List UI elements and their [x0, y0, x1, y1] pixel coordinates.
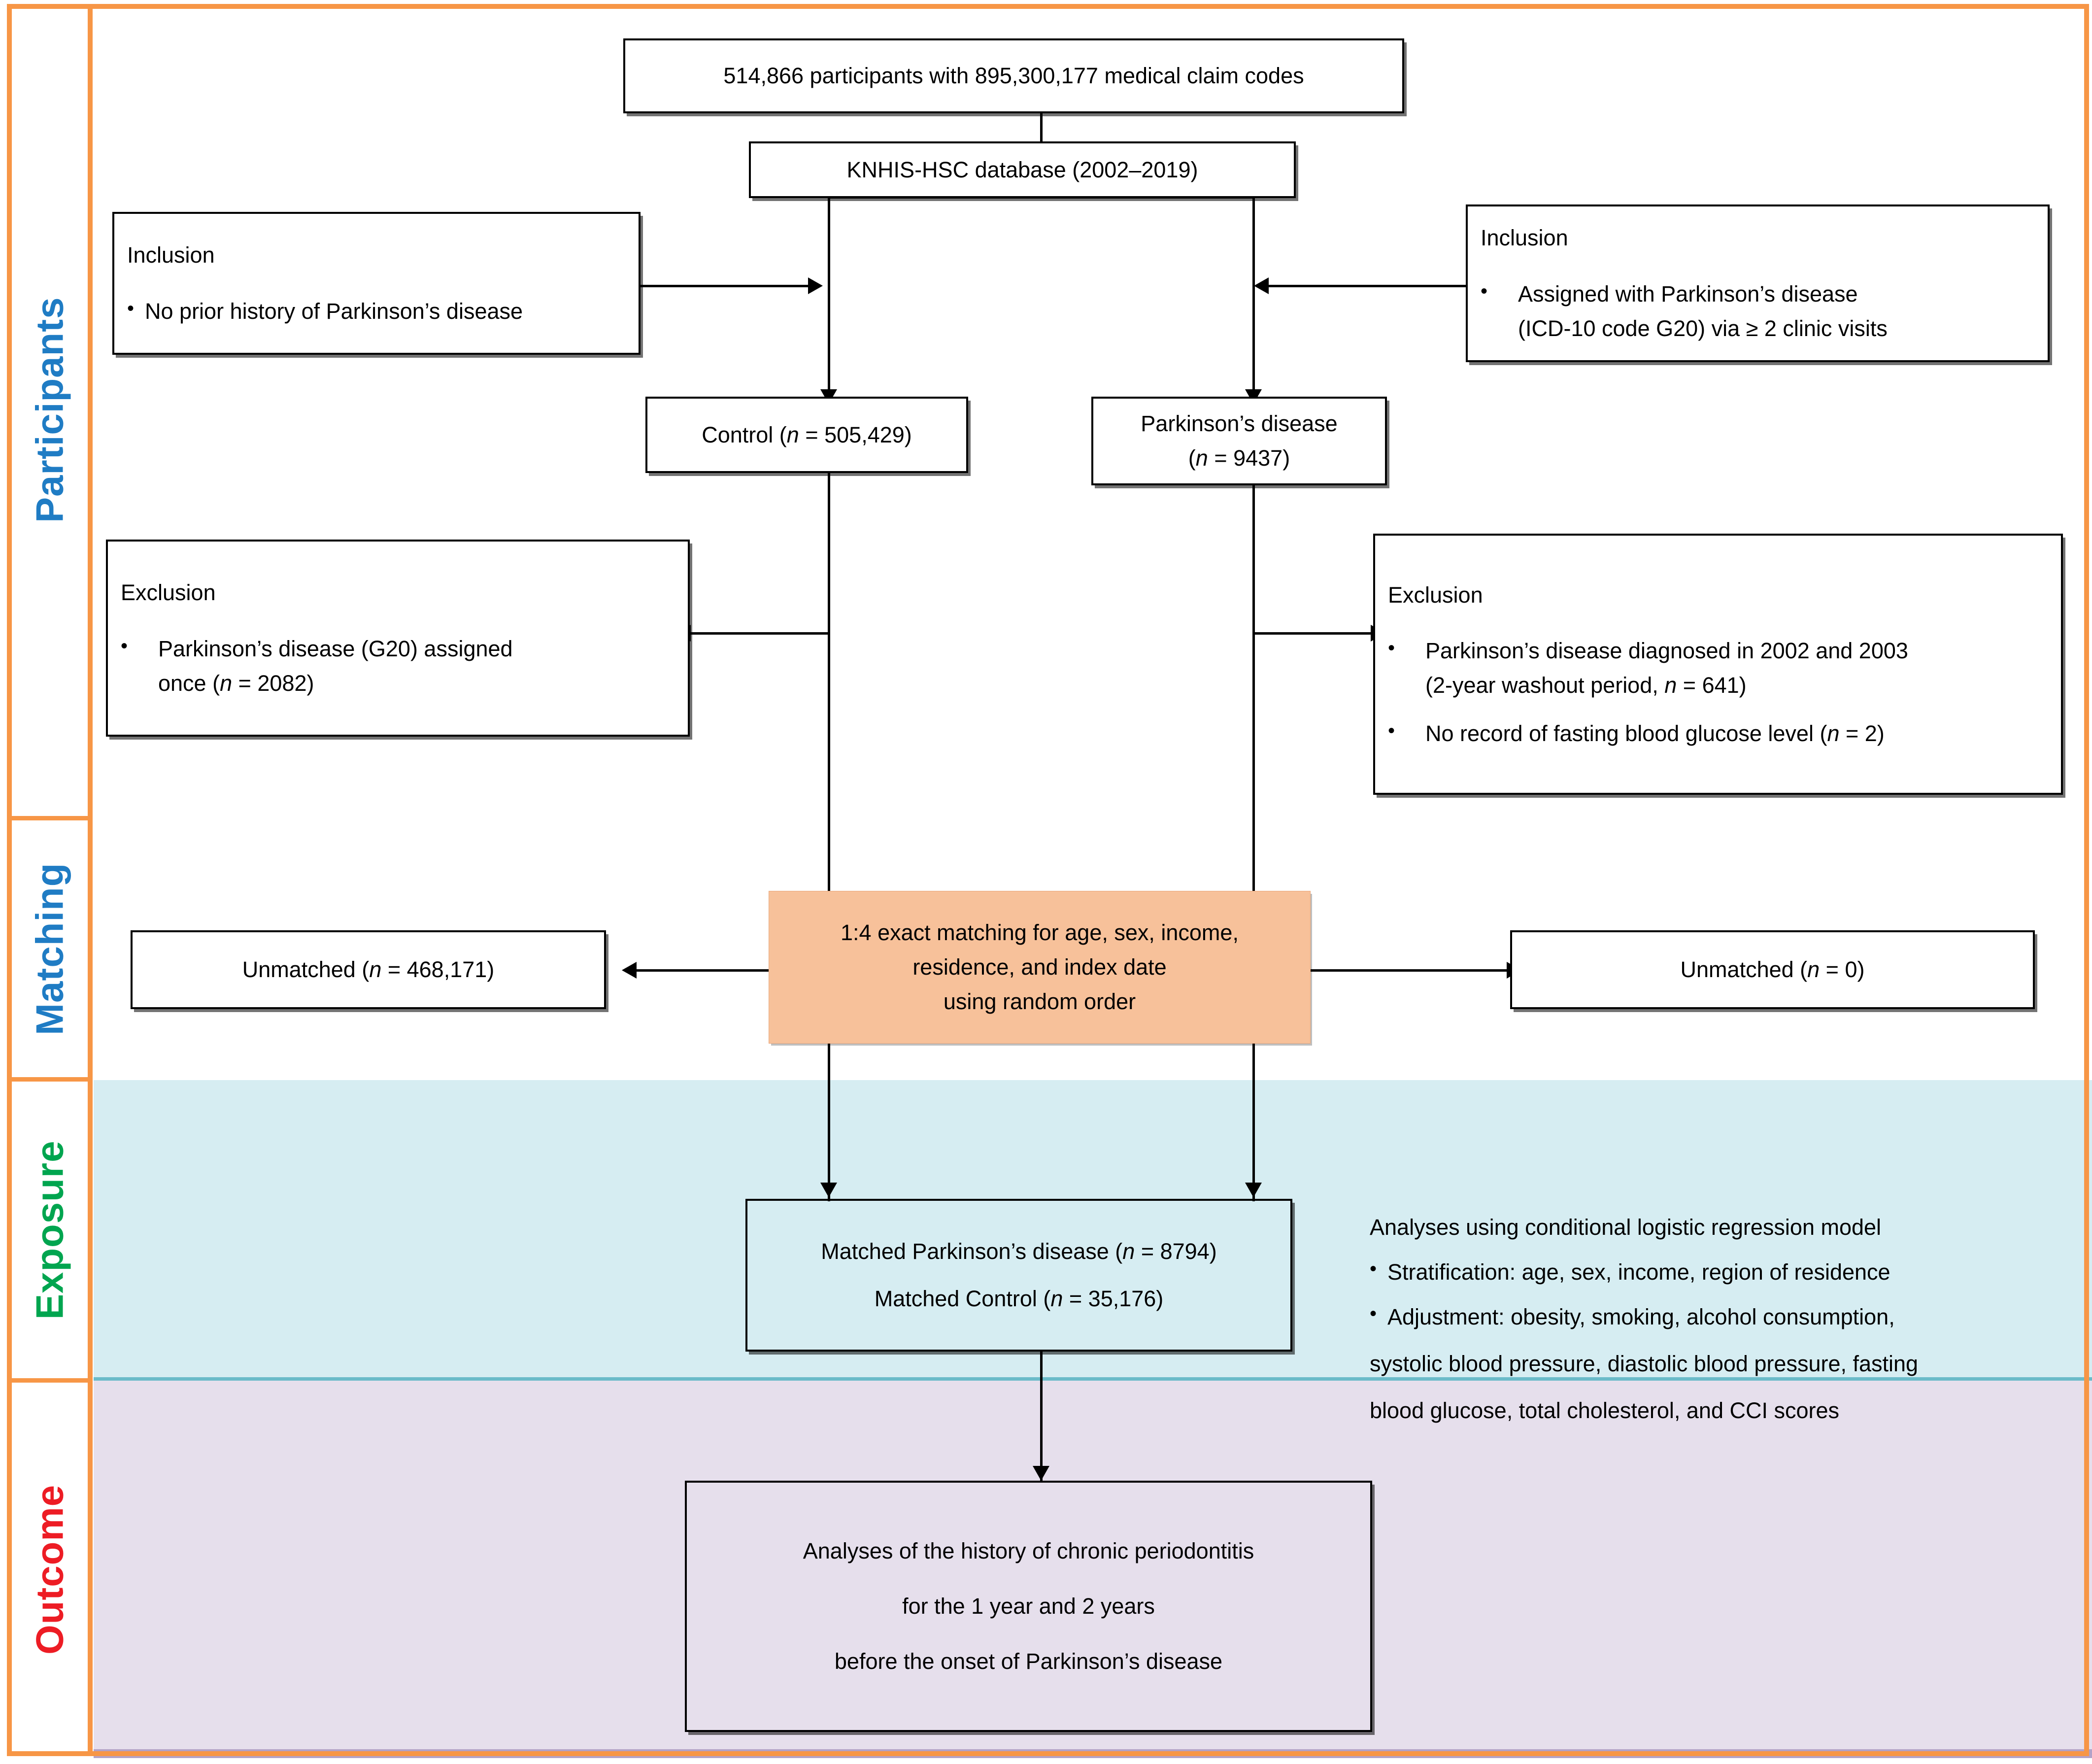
exposure-band [94, 1080, 2092, 1381]
control-box: Control (n = 505,429) [645, 397, 968, 473]
exclusion-right-bullet-2: • No record of fasting blood glucose lev… [1388, 716, 2048, 751]
exclusion-left-box: Exclusion • Parkinson’s disease (G20) as… [106, 540, 690, 737]
bullet-dot-icon: • [1388, 719, 1395, 742]
analyses-block: Analyses using conditional logistic regr… [1370, 1210, 2069, 1428]
analyses-bullet-2: • Adjustment: obesity, smoking, alcohol … [1370, 1299, 2069, 1335]
section-label-matching: Matching [28, 862, 71, 1035]
connector-unmatched-right [1308, 969, 1510, 972]
parkinson-line2: (n = 9437) [1188, 445, 1290, 471]
inclusion-left-bullet-text: No prior history of Parkinson’s disease [145, 299, 523, 324]
source-box: 514,866 participants with 895,300,177 me… [623, 38, 1404, 113]
inclusion-left-bullet: • No prior history of Parkinson’s diseas… [127, 294, 626, 329]
matched-line1: Matched Parkinson’s disease (n = 8794) [821, 1239, 1217, 1264]
bullet-dot-icon: • [127, 298, 135, 319]
bullet-dot-icon: • [121, 635, 128, 657]
matching-box: 1:4 exact matching for age, sex, income,… [769, 891, 1311, 1044]
connector-database-to-control [828, 197, 830, 397]
connector-parkinson-down [1252, 485, 1255, 911]
exclusion-left-line2: once (n = 2082) [158, 670, 314, 696]
arrowhead-to-outcome [1033, 1466, 1049, 1481]
matching-line3: using random order [943, 988, 1136, 1014]
exclusion-right-box: Exclusion • Parkinson’s disease diagnose… [1373, 534, 2063, 795]
connector-matching-down-right [1252, 1044, 1255, 1201]
exclusion-right-b1-line1: Parkinson’s disease diagnosed in 2002 an… [1425, 638, 1908, 664]
unmatched-right-text: Unmatched (n = 0) [1680, 957, 1865, 983]
connector-matched-to-outcome [1040, 1350, 1043, 1482]
exclusion-left-bullet: • Parkinson’s disease (G20) assigned onc… [121, 632, 675, 701]
source-text: 514,866 participants with 895,300,177 me… [723, 63, 1304, 89]
exclusion-right-b2-line1: No record of fasting blood glucose level… [1425, 720, 1885, 746]
exclusion-right-title: Exclusion [1388, 582, 1483, 608]
matched-line2: Matched Control (n = 35,176) [874, 1286, 1164, 1311]
analyses-bullet-2-text: Adjustment: obesity, smoking, alcohol co… [1387, 1304, 1895, 1329]
outcome-box: Analyses of the history of chronic perio… [685, 1481, 1372, 1732]
unmatched-left-box: Unmatched (n = 468,171) [131, 930, 606, 1009]
connector-inclusion-left [641, 285, 810, 287]
section-label-exposure: Exposure [28, 1140, 71, 1320]
connector-control-down [828, 473, 830, 911]
inclusion-right-title: Inclusion [1481, 225, 1568, 251]
arrowhead-inclusion-right [1254, 277, 1269, 294]
connector-inclusion-right [1269, 285, 1466, 287]
section-divider-participants-matching [7, 816, 93, 820]
bullet-dot-icon: • [1388, 637, 1395, 659]
bullet-dot-icon: • [1370, 1302, 1377, 1324]
outcome-band [94, 1381, 2092, 1758]
analyses-bullet-1-text: Stratification: age, sex, income, region… [1387, 1259, 1890, 1285]
exclusion-right-b1-line2: (2-year washout period, n = 641) [1425, 673, 1747, 698]
outcome-line1: Analyses of the history of chronic perio… [803, 1538, 1254, 1564]
analyses-continuation-1: systolic blood pressure, diastolic blood… [1370, 1351, 1919, 1376]
section-label-participants: Participants [28, 297, 71, 523]
outcome-line3: before the onset of Parkinson’s disease [834, 1648, 1223, 1674]
exclusion-left-line1: Parkinson’s disease (G20) assigned [158, 636, 513, 662]
matched-box: Matched Parkinson’s disease (n = 8794) M… [745, 1199, 1292, 1352]
matching-line1: 1:4 exact matching for age, sex, income, [841, 920, 1239, 946]
section-divider-exposure-outcome [7, 1378, 93, 1383]
inclusion-left-box: Inclusion • No prior history of Parkinso… [112, 212, 641, 355]
arrowhead-matched-right [1245, 1183, 1262, 1197]
inclusion-right-line2: (ICD-10 code G20) via ≥ 2 clinic visits [1518, 315, 1888, 341]
arrowhead-unmatched-left [622, 962, 637, 979]
control-text: Control (n = 505,429) [702, 422, 912, 447]
arrowhead-matched-left [820, 1183, 837, 1197]
exclusion-right-bullet-1: • Parkinson’s disease diagnosed in 2002 … [1388, 634, 2048, 703]
bullet-dot-icon: • [1370, 1257, 1377, 1280]
arrowhead-inclusion-left [808, 277, 823, 294]
unmatched-left-text: Unmatched (n = 468,171) [242, 957, 495, 983]
parkinson-box: Parkinson’s disease (n = 9437) [1091, 397, 1387, 485]
parkinson-line1: Parkinson’s disease [1141, 411, 1338, 437]
analyses-title: Analyses using conditional logistic regr… [1370, 1215, 1882, 1240]
inclusion-right-box: Inclusion • Assigned with Parkinson’s di… [1466, 204, 2050, 362]
exclusion-left-title: Exclusion [121, 580, 216, 606]
label-column-divider [88, 4, 93, 1756]
matching-line2: residence, and index date [912, 954, 1167, 980]
section-divider-matching-exposure [7, 1077, 93, 1082]
connector-unmatched-left [636, 969, 771, 972]
outer-frame [7, 4, 2089, 1756]
section-label-outcome: Outcome [28, 1484, 71, 1655]
analyses-continuation-2: blood glucose, total cholesterol, and CC… [1370, 1397, 1840, 1423]
database-text: KNHIS-HSC database (2002–2019) [846, 157, 1198, 182]
database-box: KNHIS-HSC database (2002–2019) [749, 141, 1296, 198]
unmatched-right-box: Unmatched (n = 0) [1510, 930, 2035, 1009]
connector-source-to-database [1040, 112, 1043, 142]
bullet-dot-icon: • [1481, 280, 1488, 303]
inclusion-left-title: Inclusion [127, 242, 215, 268]
connector-exclusion-left [690, 632, 829, 635]
inclusion-right-line1: Assigned with Parkinson’s disease [1518, 281, 1858, 307]
outcome-line2: for the 1 year and 2 years [902, 1594, 1155, 1619]
connector-matching-down-left [828, 1044, 830, 1201]
inclusion-right-bullet: • Assigned with Parkinson’s disease (ICD… [1481, 277, 2035, 346]
connector-database-to-parkinson [1252, 197, 1255, 397]
connector-exclusion-right [1252, 632, 1373, 635]
analyses-bullet-1: • Stratification: age, sex, income, regi… [1370, 1255, 2069, 1290]
